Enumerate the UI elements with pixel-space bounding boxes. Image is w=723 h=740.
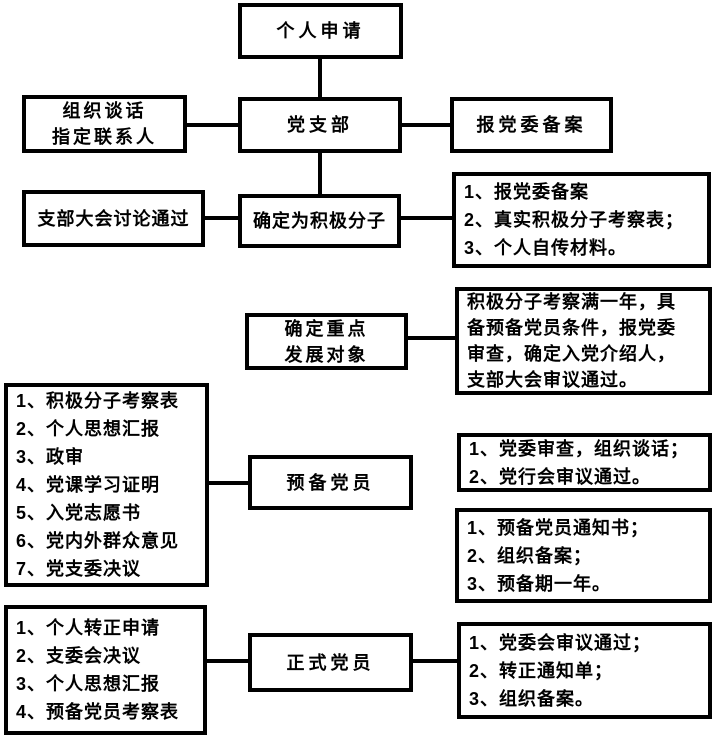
node-branch-meeting: 支部大会讨论通过 — [22, 190, 205, 247]
node-key-target-line2: 发展对象 — [284, 344, 369, 365]
connector-fullmember-to-review — [413, 659, 457, 663]
note-key-target: 积极分子考察满一年，具 备预备党员条件，报党委 审查，确定入党介绍人， 支部大会… — [455, 287, 712, 395]
list-item: 5、入党志愿书 — [16, 503, 142, 523]
node-personal-application: 个人申请 — [238, 3, 403, 59]
node-activist-label: 确定为积极分子 — [253, 211, 386, 231]
list-full-materials: 1、个人转正申请 2、支委会决议 3、个人思想汇报 4、预备党员考察表 — [4, 605, 207, 735]
connector-branch-to-activist — [318, 153, 322, 194]
list-item: 2、个人思想汇报 — [16, 419, 161, 439]
node-branch-meeting-label: 支部大会讨论通过 — [37, 208, 190, 229]
list-item: 3、个人思想汇报 — [16, 674, 161, 694]
list-full-review: 1、党委会审议通过； 2、转正通知单； 3、组织备案。 — [457, 622, 712, 719]
list-probation-review: 1、党委审查，组织谈话； 2、党行会审议通过。 — [457, 433, 712, 492]
list-item: 2、真实积极分子考察表； — [464, 210, 685, 230]
list-probation-notice: 1、预备党员通知书； 2、组织备案； 3、预备期一年。 — [455, 508, 712, 603]
list-item: 2、组织备案； — [467, 545, 593, 566]
list-item: 2、支委会决议 — [16, 646, 142, 666]
node-key-target-line1: 确定重点 — [284, 318, 369, 339]
list-item: 1、个人转正申请 — [16, 618, 161, 638]
note-line: 积极分子考察满一年，具 — [467, 292, 676, 312]
node-party-branch: 党支部 — [238, 97, 402, 153]
node-org-talk: 组织谈话 指定联系人 — [22, 95, 187, 153]
list-item: 2、转正通知单； — [469, 660, 614, 681]
node-report-committee-label: 报党委备案 — [476, 115, 587, 135]
list-item: 1、党委会审议通过； — [469, 632, 652, 653]
list-item: 6、党内外群众意见 — [16, 531, 180, 551]
note-line: 支部大会审议通过。 — [467, 370, 638, 390]
connector-materials-to-probationary — [209, 481, 248, 485]
list-item: 7、党支委决议 — [16, 559, 142, 579]
node-party-branch-label: 党支部 — [287, 115, 353, 135]
node-full-member-label: 正式党员 — [286, 652, 375, 673]
node-key-target: 确定重点 发展对象 — [245, 313, 408, 370]
connector-materials-to-fullmember — [207, 659, 248, 663]
list-item: 3、个人自传材料。 — [464, 238, 628, 258]
list-item: 3、政审 — [16, 447, 85, 467]
list-item: 4、党课学习证明 — [16, 475, 161, 495]
list-item: 4、预备党员考察表 — [16, 702, 180, 722]
node-personal-application-label: 个人申请 — [276, 21, 365, 41]
node-activist: 确定为积极分子 — [238, 194, 401, 248]
list-item: 3、预备期一年。 — [467, 573, 612, 594]
connector-meeting-to-activist — [205, 216, 238, 220]
list-item: 1、党委审查，组织谈话； — [469, 438, 690, 459]
connector-orgtalk-to-branch — [187, 123, 238, 127]
list-item: 1、预备党员通知书； — [467, 517, 650, 538]
connector-branch-to-report — [402, 123, 450, 127]
list-item: 1、报党委备案 — [464, 182, 590, 202]
list-activist-materials: 1、报党委备案 2、真实积极分子考察表； 3、个人自传材料。 — [452, 172, 711, 268]
node-org-talk-line1: 组织谈话 — [62, 101, 147, 121]
list-item: 1、积极分子考察表 — [16, 391, 180, 411]
connector-application-to-branch — [318, 59, 322, 97]
note-line: 审查，确定入党介绍人， — [467, 344, 676, 364]
connector-keytarget-to-note — [408, 336, 455, 340]
list-item: 2、党行会审议通过。 — [469, 466, 652, 487]
node-org-talk-line2: 指定联系人 — [52, 127, 157, 147]
node-probationary: 预备党员 — [248, 455, 413, 510]
list-probation-materials: 1、积极分子考察表 2、个人思想汇报 3、政审 4、党课学习证明 5、入党志愿书… — [4, 383, 209, 587]
node-report-committee: 报党委备案 — [450, 97, 613, 153]
list-item: 3、组织备案。 — [469, 688, 595, 709]
node-probationary-label: 预备党员 — [286, 472, 375, 493]
node-full-member: 正式党员 — [248, 633, 413, 692]
note-line: 备预备党员条件，报党委 — [467, 318, 676, 338]
connector-activist-to-materials — [401, 216, 452, 220]
